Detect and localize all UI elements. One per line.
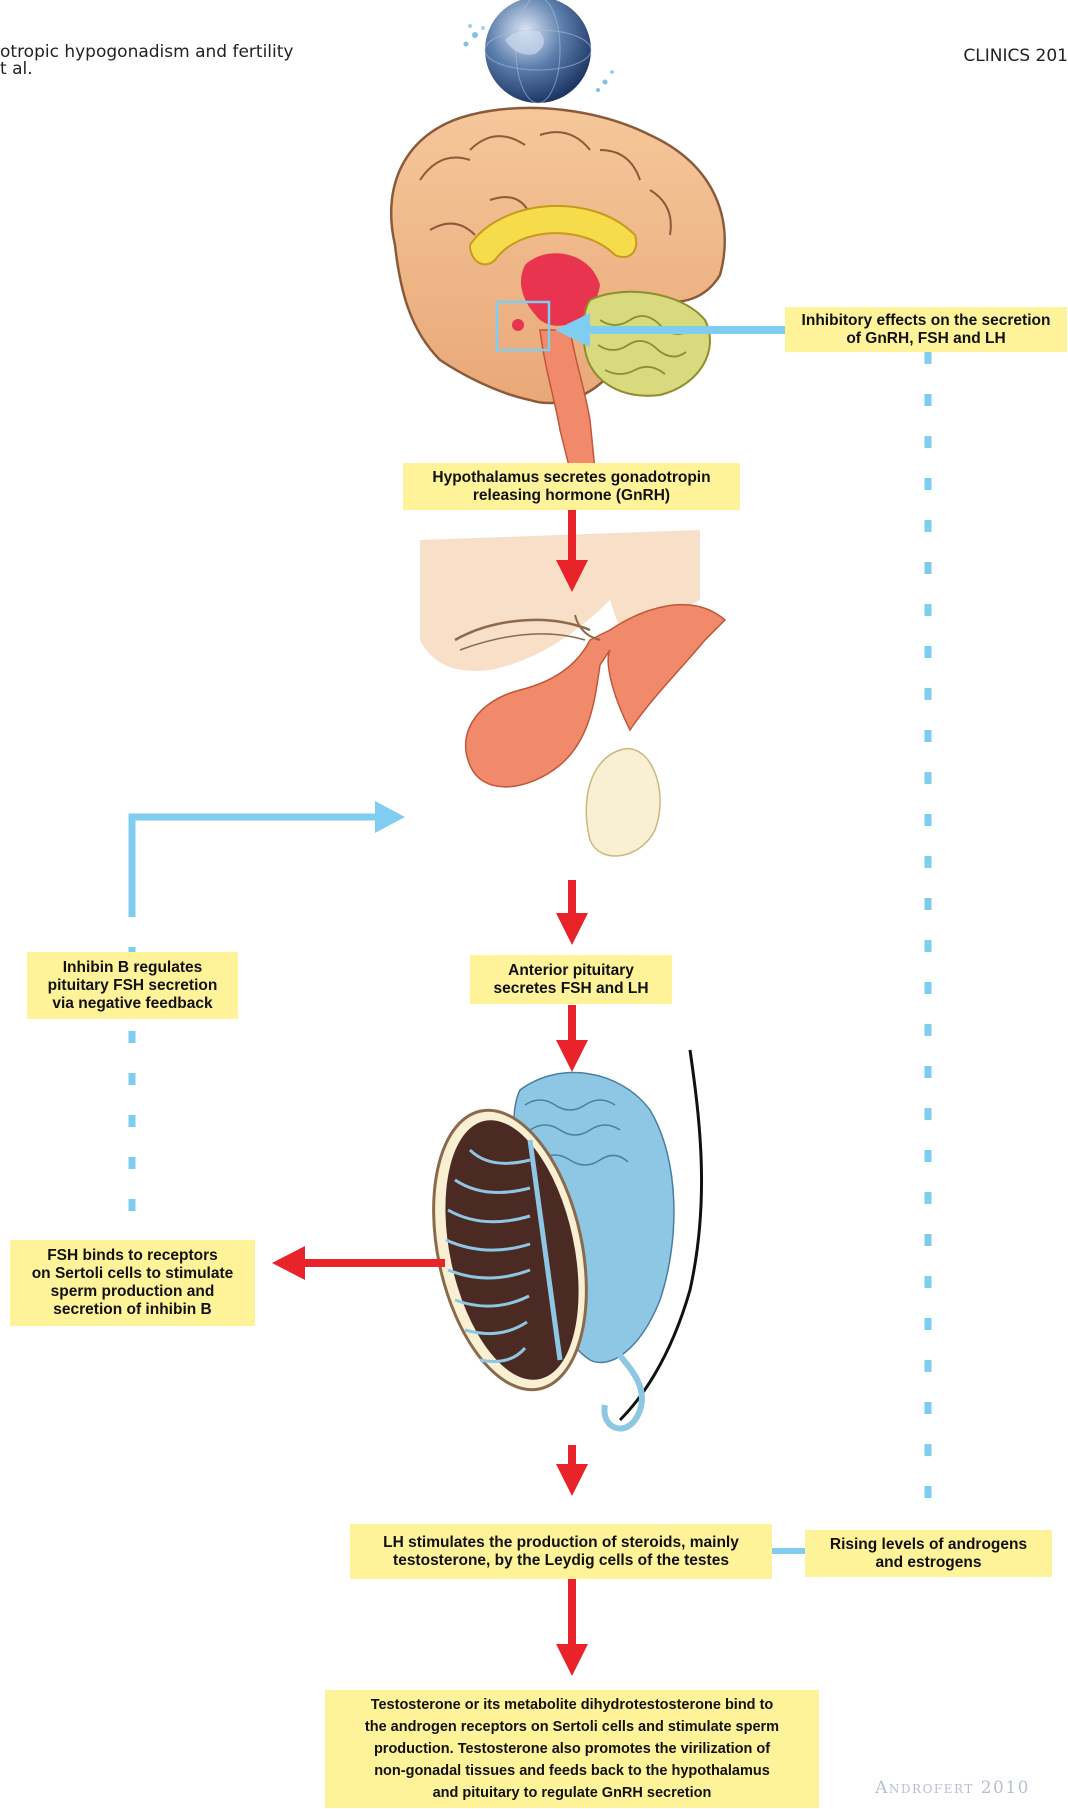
fsh-binds-label: FSH binds to receptors on Sertoli cells … xyxy=(10,1240,255,1326)
androfert-watermark: Androfert 2010 xyxy=(875,1778,1030,1798)
inhibin-arrow-line xyxy=(132,817,380,905)
arrow-pituitary-to-label xyxy=(556,913,588,945)
arrow-testis-to-lh xyxy=(556,1464,588,1496)
arrow-lh-to-testosterone xyxy=(556,1644,588,1676)
globe-logo-icon xyxy=(464,0,615,103)
hypothalamus-label: Hypothalamus secretes gonadotropin relea… xyxy=(403,463,740,510)
anterior-pituitary-label: Anterior pituitary secretes FSH and LH xyxy=(470,955,672,1004)
arrow-pituitary-to-testis xyxy=(556,1040,588,1072)
rising-levels-label: Rising levels of androgens and estrogens xyxy=(805,1530,1052,1577)
brain-illustration xyxy=(391,108,725,470)
lh-stimulates-label: LH stimulates the production of steroids… xyxy=(350,1524,772,1579)
inhibitory-effects-label: Inhibitory effects on the secretion of G… xyxy=(785,307,1067,352)
testis-illustration xyxy=(410,1050,701,1429)
inhibin-b-label: Inhibin B regulates pituitary FSH secret… xyxy=(27,952,238,1019)
arrow-testis-to-sertoli xyxy=(272,1246,305,1280)
testosterone-label: Testosterone or its metabolite dihydrote… xyxy=(325,1690,819,1808)
inhibin-arrowhead xyxy=(375,801,405,833)
